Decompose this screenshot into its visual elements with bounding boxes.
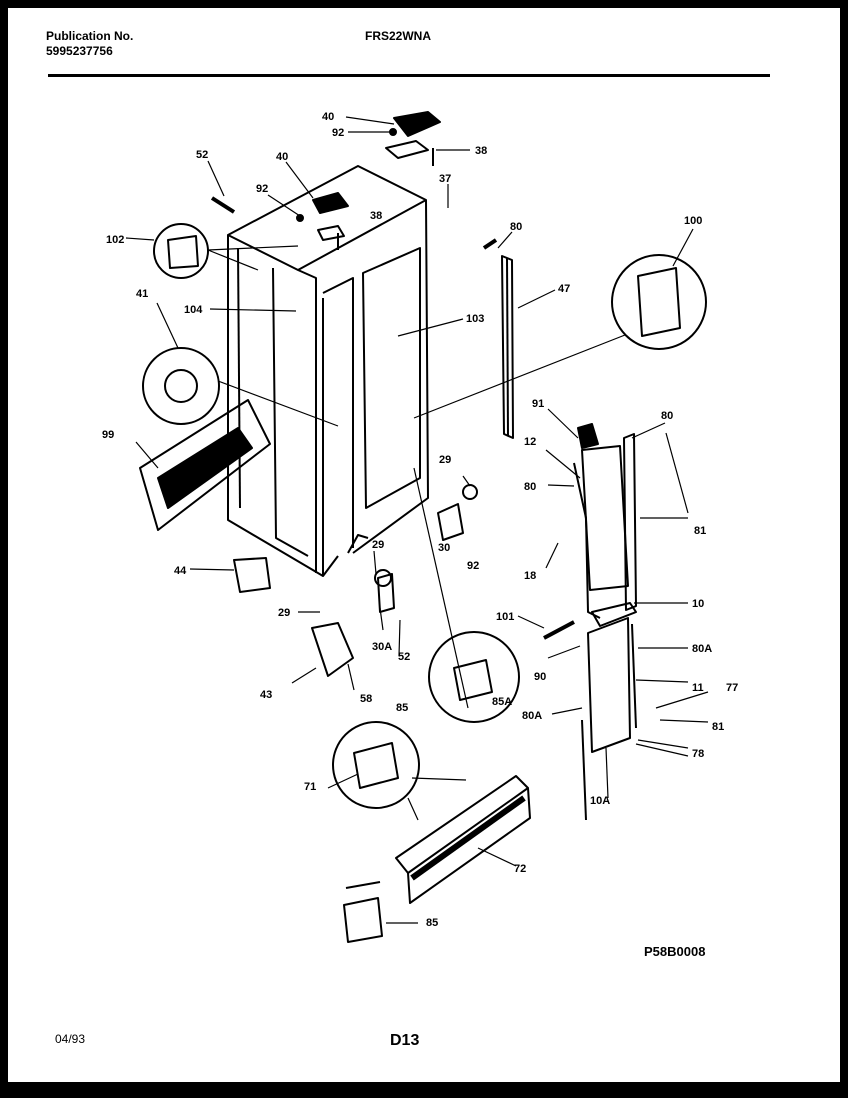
callout-label: 38 bbox=[370, 210, 382, 222]
callout-label: 81 bbox=[712, 721, 724, 733]
parts-diagram-sheet: Publication No. 5995237756 FRS22WNA bbox=[8, 8, 840, 1082]
callout-label: 85 bbox=[426, 917, 438, 929]
callout-label: 78 bbox=[692, 748, 704, 760]
door-rail bbox=[501, 255, 514, 439]
callout-label: 52 bbox=[398, 651, 410, 663]
exploded-view-drawing: 40 92 38 52 40 92 38 37 102 80 100 47 41… bbox=[102, 111, 738, 943]
page-number: D13 bbox=[390, 1032, 420, 1049]
callout-label: 18 bbox=[524, 570, 536, 582]
callout-label: 10A bbox=[590, 795, 610, 807]
callout-label: 100 bbox=[684, 215, 702, 227]
callout-label: 85A bbox=[492, 696, 512, 708]
diagram-code: P58B0008 bbox=[644, 944, 706, 959]
callout-label: 80 bbox=[661, 410, 673, 422]
publication-label: Publication No. bbox=[46, 29, 134, 43]
callout-label: 99 bbox=[102, 429, 114, 441]
callout-label: 92 bbox=[467, 560, 479, 572]
publication-number: 5995237756 bbox=[46, 44, 113, 58]
callout-label: 29 bbox=[278, 607, 290, 619]
callout-label: 92 bbox=[256, 183, 268, 195]
callout-label: 92 bbox=[332, 127, 344, 139]
callout-label: 29 bbox=[372, 539, 384, 551]
callout-label: 103 bbox=[466, 313, 484, 325]
callout-label: 38 bbox=[475, 145, 487, 157]
callout-label: 12 bbox=[524, 436, 536, 448]
callout-label: 52 bbox=[196, 149, 208, 161]
footer-date: 04/93 bbox=[55, 1032, 86, 1046]
misc-parts bbox=[210, 196, 575, 677]
callout-label: 37 bbox=[439, 173, 451, 185]
back-panel bbox=[139, 399, 271, 531]
base-grille bbox=[343, 775, 531, 943]
callout-label: 10 bbox=[692, 598, 704, 610]
callout-label: 71 bbox=[304, 781, 316, 793]
callout-label: 11 bbox=[692, 682, 704, 694]
callout-label: 85 bbox=[396, 702, 408, 714]
callout-label: 81 bbox=[694, 525, 706, 537]
door-assembly bbox=[573, 423, 637, 821]
callout-label: 58 bbox=[360, 693, 372, 705]
callout-label: 80A bbox=[692, 643, 712, 655]
callout-label: 91 bbox=[532, 398, 544, 410]
callout-label: 43 bbox=[260, 689, 272, 701]
callout-label: 102 bbox=[106, 234, 124, 246]
callout-label: 47 bbox=[558, 283, 570, 295]
callout-label: 101 bbox=[496, 611, 514, 623]
callout-label: 44 bbox=[174, 565, 187, 577]
leader-lines bbox=[125, 116, 709, 924]
callout-label: 40 bbox=[276, 151, 288, 163]
callout-label: 80 bbox=[510, 221, 522, 233]
callout-label: 104 bbox=[184, 304, 203, 316]
callout-label: 29 bbox=[439, 454, 451, 466]
callout-label: 80A bbox=[522, 710, 542, 722]
callout-label: 80 bbox=[524, 481, 536, 493]
callout-label: 40 bbox=[322, 111, 334, 123]
callout-label: 30A bbox=[372, 641, 392, 653]
hinge-top bbox=[296, 111, 441, 250]
detail-circles bbox=[142, 223, 707, 809]
callout-label: 90 bbox=[534, 671, 546, 683]
model-number: FRS22WNA bbox=[365, 29, 432, 43]
cabinet-body bbox=[227, 165, 429, 577]
callout-label: 41 bbox=[136, 288, 148, 300]
callout-labels: 40 92 38 52 40 92 38 37 102 80 100 47 41… bbox=[102, 111, 738, 929]
callout-label: 77 bbox=[726, 682, 738, 694]
callout-label: 30 bbox=[438, 542, 450, 554]
header-rule bbox=[48, 74, 770, 77]
callout-label: 72 bbox=[514, 863, 526, 875]
